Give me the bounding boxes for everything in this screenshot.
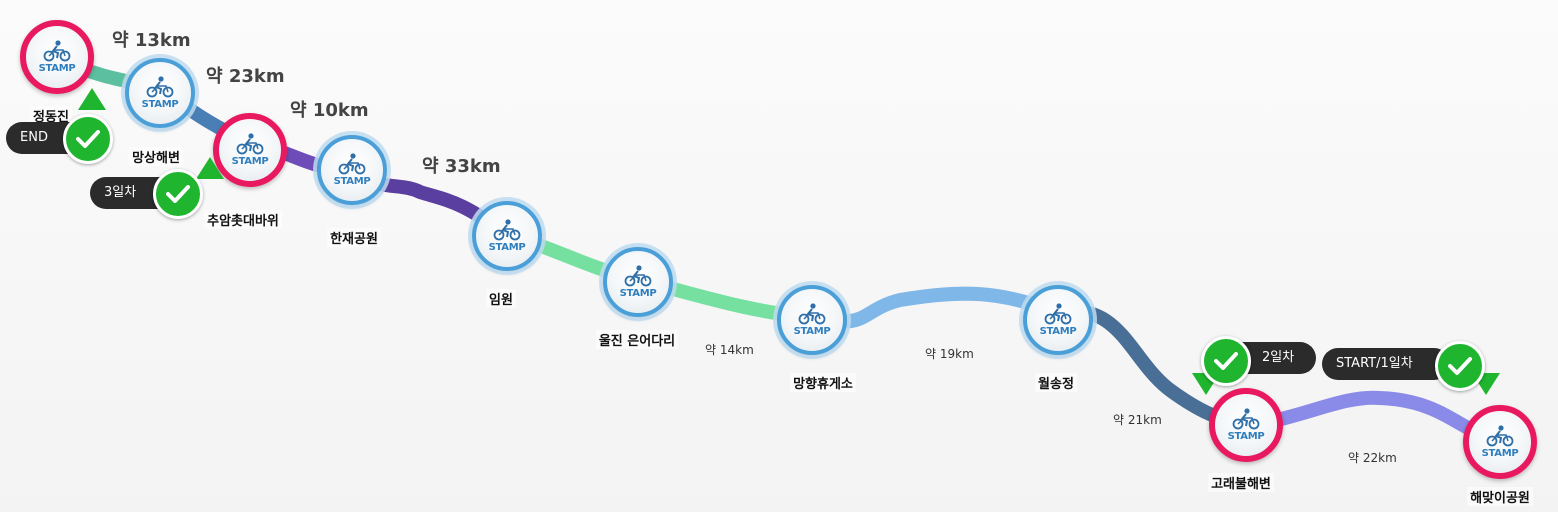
place-name-uljin-bridge: 울진 은어다리 <box>595 330 679 349</box>
stamp-label: STAMP <box>38 63 76 74</box>
bicycle-rider-icon <box>146 76 174 98</box>
distance-label-8: 약 22km <box>1348 451 1397 465</box>
stamp-wolsongjeong[interactable]: STAMP <box>1023 285 1093 355</box>
place-name-mangsang-beach: 망상해변 <box>129 147 183 166</box>
day3-check <box>153 169 203 219</box>
stamp-haemaji-park[interactable]: STAMP <box>1463 405 1537 479</box>
stamp-jeongdongjin[interactable]: STAMP <box>20 20 94 94</box>
place-name-imwon: 임원 <box>486 289 516 308</box>
route-segment-8 <box>1239 390 1505 449</box>
bicycle-rider-icon <box>1486 425 1514 447</box>
checkmark-icon <box>1448 357 1472 375</box>
place-name-haemaji-park: 해맞이공원 <box>1467 487 1533 506</box>
stamp-label: STAMP <box>488 242 526 253</box>
distance-label-1: 약 13km <box>112 30 191 51</box>
end-pointer <box>78 88 106 110</box>
route-segment-6 <box>805 286 1065 329</box>
bicycle-rider-icon <box>1044 303 1072 325</box>
start-badge: START/1일차 <box>1322 348 1450 380</box>
checkmark-icon <box>1214 352 1238 370</box>
place-name-chuam: 추암촛대바위 <box>204 210 282 229</box>
end-check <box>63 114 113 164</box>
checkmark-icon <box>166 185 190 203</box>
stamp-goraebul-beach[interactable]: STAMP <box>1209 388 1283 462</box>
stamp-label: STAMP <box>231 156 269 167</box>
stamp-mangsang-beach[interactable]: STAMP <box>125 58 195 128</box>
bicycle-rider-icon <box>236 133 264 155</box>
day2-check <box>1201 336 1251 386</box>
bicycle-rider-icon <box>338 153 366 175</box>
stamp-label: STAMP <box>1227 431 1265 442</box>
stamp-imwon[interactable]: STAMP <box>472 201 542 271</box>
stamp-label: STAMP <box>793 326 831 337</box>
distance-label-6: 약 19km <box>925 347 974 361</box>
bicycle-rider-icon <box>1232 408 1260 430</box>
stamp-label: STAMP <box>1039 326 1077 337</box>
bicycle-rider-icon <box>624 265 652 287</box>
stamp-label: STAMP <box>141 99 179 110</box>
stamp-label: STAMP <box>333 176 371 187</box>
start-check <box>1435 341 1485 391</box>
stamp-label: STAMP <box>1481 448 1519 459</box>
bicycle-rider-icon <box>798 303 826 325</box>
place-name-wolsongjeong: 월송정 <box>1035 373 1077 392</box>
stamp-hanjae-park[interactable]: STAMP <box>317 135 387 205</box>
day3-pointer <box>196 157 224 179</box>
stamp-manghyang-rest[interactable]: STAMP <box>777 285 847 355</box>
bicycle-rider-icon <box>43 40 71 62</box>
stamp-label: STAMP <box>619 288 657 299</box>
place-name-goraebul-beach: 고래불해변 <box>1208 473 1274 492</box>
distance-label-5: 약 14km <box>705 343 754 357</box>
distance-label-4: 약 33km <box>422 156 501 177</box>
stamp-uljin-bridge[interactable]: STAMP <box>603 247 673 317</box>
bicycle-rider-icon <box>493 219 521 241</box>
distance-label-2: 약 23km <box>206 66 285 87</box>
distance-label-7: 약 21km <box>1113 413 1162 427</box>
place-name-jeongdongjin: 정동진 <box>30 106 72 125</box>
distance-label-3: 약 10km <box>290 100 369 121</box>
place-name-manghyang-rest: 망향휴게소 <box>790 373 856 392</box>
checkmark-icon <box>76 130 100 148</box>
stamp-chuam[interactable]: STAMP <box>213 113 287 187</box>
place-name-hanjae-park: 한재공원 <box>327 228 381 247</box>
